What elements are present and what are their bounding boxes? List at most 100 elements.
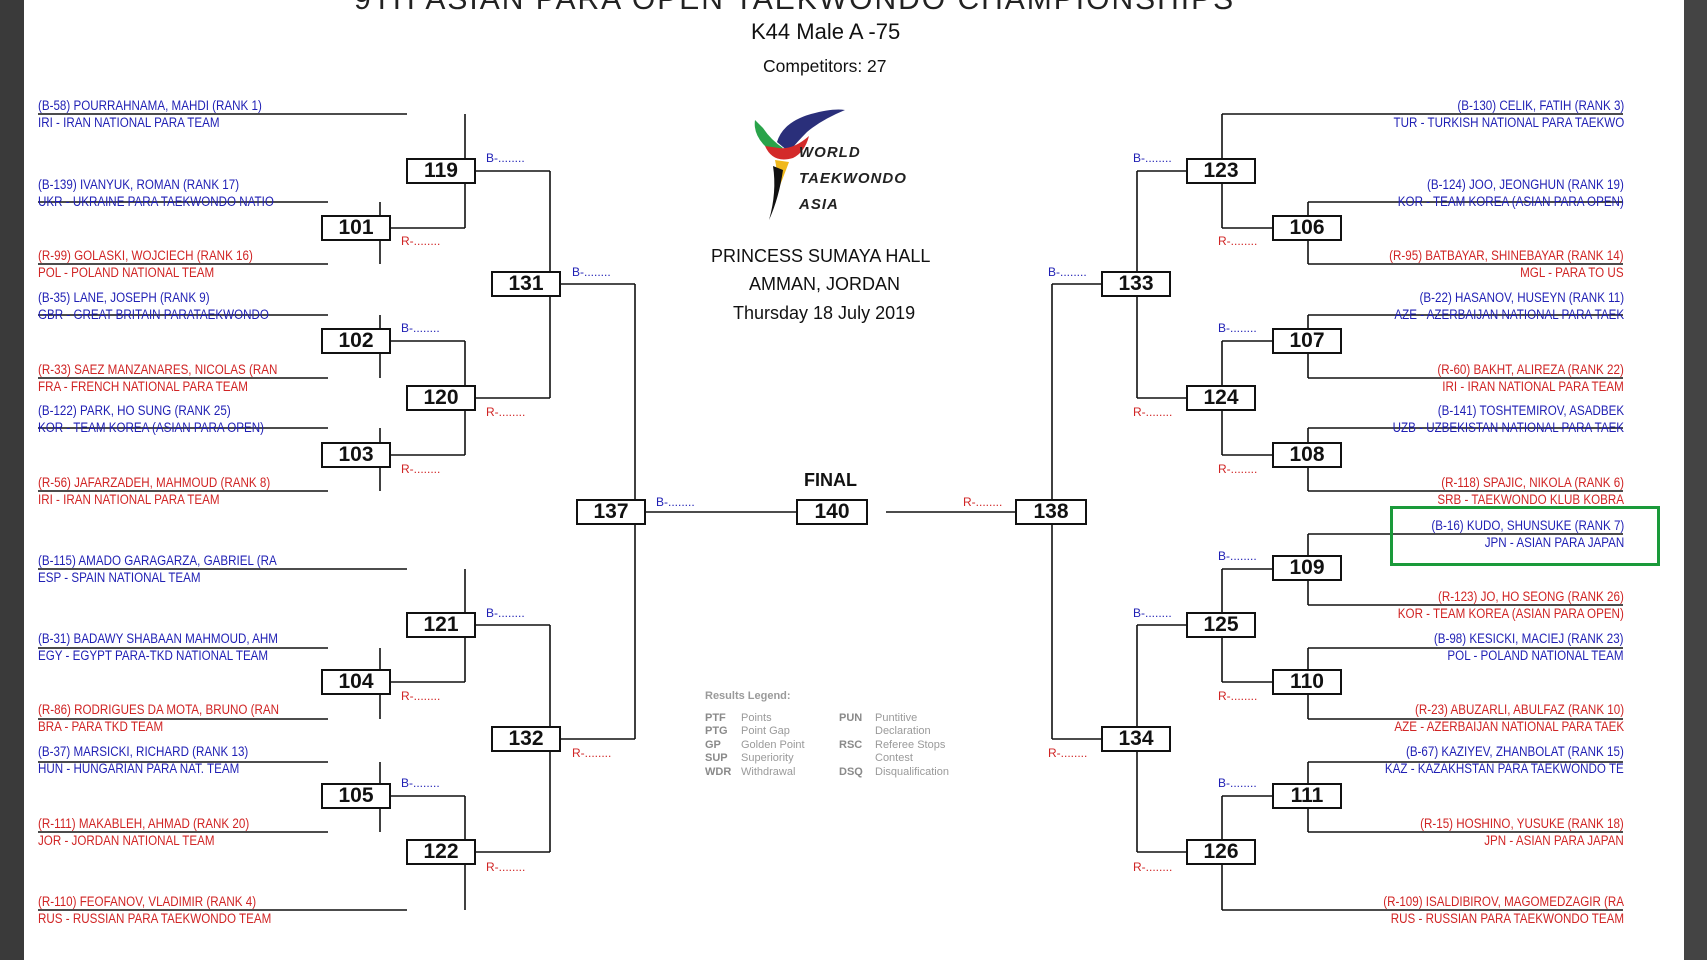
final-label: FINAL	[804, 470, 857, 490]
competitor-entry[interactable]: (R-86) RODRIGUES DA MOTA, BRUNO (RAN BRA …	[38, 701, 279, 735]
competitor-entry[interactable]: (R-95) BATBAYAR, SHINEBAYAR (RANK 14)MGL…	[1390, 247, 1624, 281]
match-box-125[interactable]: 125	[1186, 612, 1256, 638]
match-box-133[interactable]: 133	[1101, 271, 1171, 297]
blue-slot-label: B-........	[1218, 776, 1257, 790]
blue-slot-label: B-........	[486, 606, 525, 620]
match-box-106[interactable]: 106	[1272, 215, 1342, 241]
red-slot-label: R-........	[401, 234, 441, 248]
competitor-entry[interactable]: (B-37) MARSICKI, RICHARD (RANK 13)HUN - …	[38, 743, 248, 777]
competitor-team: SRB - TAEKWONDO KLUB KOBRA	[1437, 492, 1624, 507]
red-slot-label: R-........	[401, 689, 441, 703]
competitor-name: (B-31) BADAWY SHABAAN MAHMOUD, AHM	[38, 631, 278, 646]
match-box-104[interactable]: 104	[321, 669, 391, 695]
legend-desc: Referee Stops	[875, 738, 946, 751]
legend-desc: Superiority	[741, 752, 794, 764]
legend-code: PUN	[839, 711, 863, 724]
red-slot-label: R-........	[963, 495, 1003, 509]
competitor-name: (B-58) POURRAHNAMA, MAHDI (RANK 1)	[38, 98, 262, 113]
match-box-123[interactable]: 123	[1186, 158, 1256, 184]
competitor-entry[interactable]: (B-31) BADAWY SHABAAN MAHMOUD, AHM EGY - …	[38, 630, 278, 664]
division-title: K44 Male A -75	[751, 19, 901, 44]
competitor-entry[interactable]: (B-35) LANE, JOSEPH (RANK 9)GBR - GREAT …	[38, 289, 269, 323]
competitor-name: (B-35) LANE, JOSEPH (RANK 9)	[38, 290, 210, 305]
match-box-107[interactable]: 107	[1272, 328, 1342, 354]
legend-desc: Withdrawal	[741, 765, 796, 778]
match-box-103[interactable]: 103	[321, 442, 391, 468]
match-box-105[interactable]: 105	[321, 783, 391, 809]
competitor-team: IRI - IRAN NATIONAL PARA TEAM	[38, 492, 220, 507]
match-box-134[interactable]: 134	[1101, 726, 1171, 752]
competitor-entry[interactable]: (B-115) AMADO GARAGARZA, GABRIEL (RA ESP …	[38, 552, 277, 586]
competitor-team: BRA - PARA TKD TEAM	[38, 719, 164, 734]
competitor-name: (B-141) TOSHTEMIROV, ASADBEK	[1437, 403, 1624, 418]
competitor-team: ESP - SPAIN NATIONAL TEAM	[38, 570, 201, 585]
bracket-sheet: 9TH ASIAN PARA OPEN TAEKWONDO CHAMPIONSH…	[24, 0, 1684, 960]
red-slot-label: R-........	[1133, 860, 1173, 874]
competitor-name: (R-118) SPAJIC, NIKOLA (RANK 6)	[1441, 475, 1624, 490]
legend-desc: Declaration	[875, 725, 931, 737]
competitor-name: (B-130) CELIK, FATIH (RANK 3)	[1457, 98, 1624, 113]
competitor-entry[interactable]: (B-22) HASANOV, HUSEYN (RANK 11)AZE - AZ…	[1394, 289, 1624, 323]
competitor-entry[interactable]: (R-111) MAKABLEH, AHMAD (RANK 20)JOR - J…	[38, 815, 249, 849]
competitor-entry[interactable]: (B-124) JOO, JEONGHUN (RANK 19)KOR - TEA…	[1398, 176, 1624, 210]
competitor-name: (B-22) HASANOV, HUSEYN (RANK 11)	[1419, 290, 1624, 305]
competitor-team: RUS - RUSSIAN PARA TAEKWONDO TEAM	[1390, 911, 1624, 926]
competitor-name: (R-86) RODRIGUES DA MOTA, BRUNO (RAN	[38, 702, 280, 717]
match-box-124[interactable]: 124	[1186, 385, 1256, 411]
competitor-entry[interactable]: (B-58) POURRAHNAMA, MAHDI (RANK 1)IRI - …	[38, 97, 262, 131]
competitor-name: (R-23) ABUZARLI, ABULFAZ (RANK 10)	[1414, 702, 1624, 717]
competitor-entry[interactable]: (R-110) FEOFANOV, VLADIMIR (RANK 4)RUS -…	[38, 893, 271, 927]
competitor-team: UZB - UZBEKISTAN NATIONAL PARA TAEK	[1392, 420, 1624, 435]
competitor-entry[interactable]: (B-141) TOSHTEMIROV, ASADBEK UZB - UZBEKI…	[1393, 402, 1624, 436]
match-box-121[interactable]: 121	[406, 612, 476, 638]
match-box-138[interactable]: 138	[1015, 499, 1087, 525]
match-box-109[interactable]: 109	[1272, 555, 1342, 581]
match-box-126[interactable]: 126	[1186, 839, 1256, 865]
match-box-101[interactable]: 101	[321, 215, 391, 241]
logo-mark-icon	[754, 109, 845, 220]
legend-desc: Golden Point	[741, 738, 805, 751]
red-slot-label: R-........	[486, 405, 526, 419]
competitor-name: (B-37) MARSICKI, RICHARD (RANK 13)	[38, 744, 249, 759]
match-box-122[interactable]: 122	[406, 839, 476, 865]
competitor-entry[interactable]: (R-23) ABUZARLI, ABULFAZ (RANK 10)AZE - …	[1394, 701, 1624, 735]
competitor-name: (B-122) PARK, HO SUNG (RANK 25)	[38, 403, 231, 418]
competitor-team: POL - POLAND NATIONAL TEAM	[1447, 648, 1624, 663]
match-box-137[interactable]: 137	[576, 499, 646, 525]
competitor-entry[interactable]: (B-130) CELIK, FATIH (RANK 3)TUR - TURKI…	[1393, 97, 1624, 131]
legend-desc: Disqualification	[875, 765, 949, 778]
competitor-entry[interactable]: (R-123) JO, HO SEONG (RANK 26)KOR - TEAM…	[1398, 588, 1624, 622]
competitor-name: (B-115) AMADO GARAGARZA, GABRIEL (RA	[38, 553, 277, 568]
competitor-team: JPN - ASIAN PARA JAPAN	[1484, 833, 1624, 848]
competitor-team: EGY - EGYPT PARA-TKD NATIONAL TEAM	[38, 648, 269, 663]
match-box-111[interactable]: 111	[1272, 783, 1342, 809]
match-box-132[interactable]: 132	[491, 726, 561, 752]
competitor-count: Competitors: 27	[763, 56, 887, 76]
match-box-120[interactable]: 120	[406, 385, 476, 411]
competitor-entry[interactable]: (R-56) JAFARZADEH, MAHMOUD (RANK 8)IRI -…	[38, 474, 270, 508]
competitor-entry[interactable]: (B-98) KESICKI, MACIEJ (RANK 23)POL - PO…	[1434, 630, 1624, 664]
competitor-entry[interactable]: (R-60) BAKHT, ALIREZA (RANK 22)IRI - IRA…	[1438, 361, 1624, 395]
blue-slot-label: B-........	[1133, 606, 1172, 620]
competitor-team: FRA - FRENCH NATIONAL PARA TEAM	[38, 379, 248, 394]
competitor-entry[interactable]: (B-139) IVANYUK, ROMAN (RANK 17)UKR - UK…	[38, 176, 274, 210]
match-box-119[interactable]: 119	[406, 158, 476, 184]
match-box-102[interactable]: 102	[321, 328, 391, 354]
match-box-108[interactable]: 108	[1272, 442, 1342, 468]
competitor-team: KOR - TEAM KOREA (ASIAN PARA OPEN)	[1397, 194, 1624, 209]
competitor-entry[interactable]: (R-99) GOLASKI, WOJCIECH (RANK 16)POL - …	[38, 247, 253, 281]
competitor-entry[interactable]: (R-15) HOSHINO, YUSUKE (RANK 18)JPN - AS…	[1420, 815, 1624, 849]
competitor-entry[interactable]: (R-118) SPAJIC, NIKOLA (RANK 6) SRB - TAE…	[1437, 474, 1624, 508]
match-box-140[interactable]: 140	[796, 499, 868, 525]
red-slot-label: R-........	[572, 746, 612, 760]
competitor-name: (R-99) GOLASKI, WOJCIECH (RANK 16)	[38, 248, 253, 263]
match-box-110[interactable]: 110	[1272, 669, 1342, 695]
competitor-entry[interactable]: (B-16) KUDO, SHUNSUKE (RANK 7)JPN - ASIA…	[1431, 517, 1624, 551]
competitor-entry[interactable]: (B-122) PARK, HO SUNG (RANK 25)KOR - TEA…	[38, 402, 264, 436]
competitor-entry[interactable]: (B-67) KAZIYEV, ZHANBOLAT (RANK 15)KAZ -…	[1385, 743, 1624, 777]
competitor-name: (R-95) BATBAYAR, SHINEBAYAR (RANK 14)	[1389, 248, 1624, 263]
legend-code: WDR	[705, 765, 732, 778]
match-box-131[interactable]: 131	[491, 271, 561, 297]
